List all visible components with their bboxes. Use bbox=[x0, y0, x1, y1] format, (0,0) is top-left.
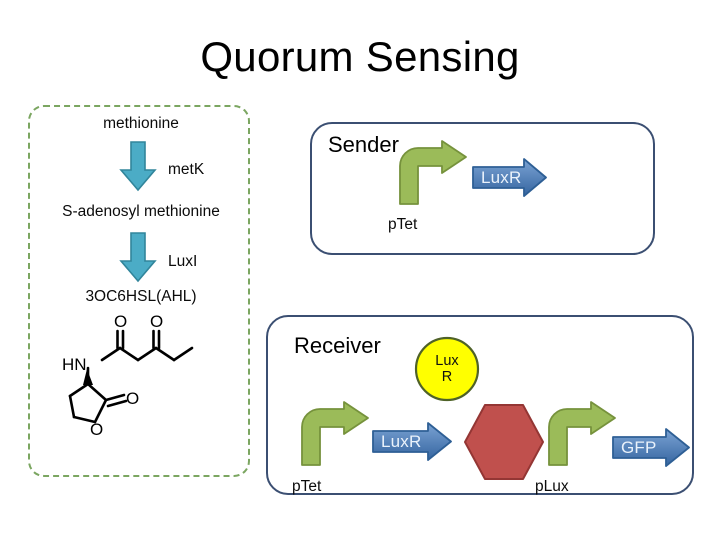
gene-arrow-gfp: GFP bbox=[612, 428, 690, 467]
gene-arrow-shape-icon bbox=[472, 158, 547, 197]
down-arrow-metk-icon bbox=[119, 141, 157, 192]
ahl-molecule-structure-icon: O O HN O O bbox=[62, 312, 194, 439]
svg-text:O: O bbox=[126, 389, 139, 408]
gene-arrow-shape-icon bbox=[372, 422, 452, 461]
pathway-step-3oc6hsl-ahl: 3OC6HSL(AHL) bbox=[85, 288, 197, 305]
promoter-label-ptet-receiver: pTet bbox=[292, 478, 322, 495]
ahl-synthesis-panel: methionine metK S-adenosyl methionine Lu… bbox=[28, 105, 250, 477]
svg-text:O: O bbox=[114, 312, 127, 331]
protein-circle-icon bbox=[414, 336, 480, 402]
svg-text:O: O bbox=[90, 420, 103, 439]
svg-text:O: O bbox=[150, 312, 163, 331]
promoter-label-plux: pLux bbox=[535, 478, 569, 495]
gene-arrow-shape-icon bbox=[612, 428, 690, 467]
receiver-title: Receiver bbox=[294, 333, 381, 358]
enzyme-label-metk: metK bbox=[168, 161, 205, 178]
promoter-arrow-ptet-receiver-icon bbox=[301, 401, 369, 466]
pathway-step-methionine: methionine bbox=[103, 115, 179, 132]
gene-arrow-luxr-sender: LuxR bbox=[472, 158, 547, 197]
promoter-arrow-plux-icon bbox=[548, 401, 616, 466]
terminator-hexagon-icon bbox=[464, 404, 544, 480]
down-arrow-luxi-icon bbox=[119, 232, 157, 283]
sender-title: Sender bbox=[328, 132, 399, 157]
promoter-label-ptet-sender: pTet bbox=[388, 216, 418, 233]
protein-node-luxr: Lux R bbox=[414, 336, 480, 402]
page-title: Quorum Sensing bbox=[200, 33, 520, 80]
enzyme-label-luxi: LuxI bbox=[168, 253, 198, 270]
svg-text:HN: HN bbox=[62, 355, 87, 374]
gene-arrow-luxr-receiver: LuxR bbox=[372, 422, 452, 461]
pathway-step-s-adenosyl-methionine: S-adenosyl methionine bbox=[62, 203, 220, 220]
promoter-arrow-ptet-sender-icon bbox=[399, 140, 467, 205]
